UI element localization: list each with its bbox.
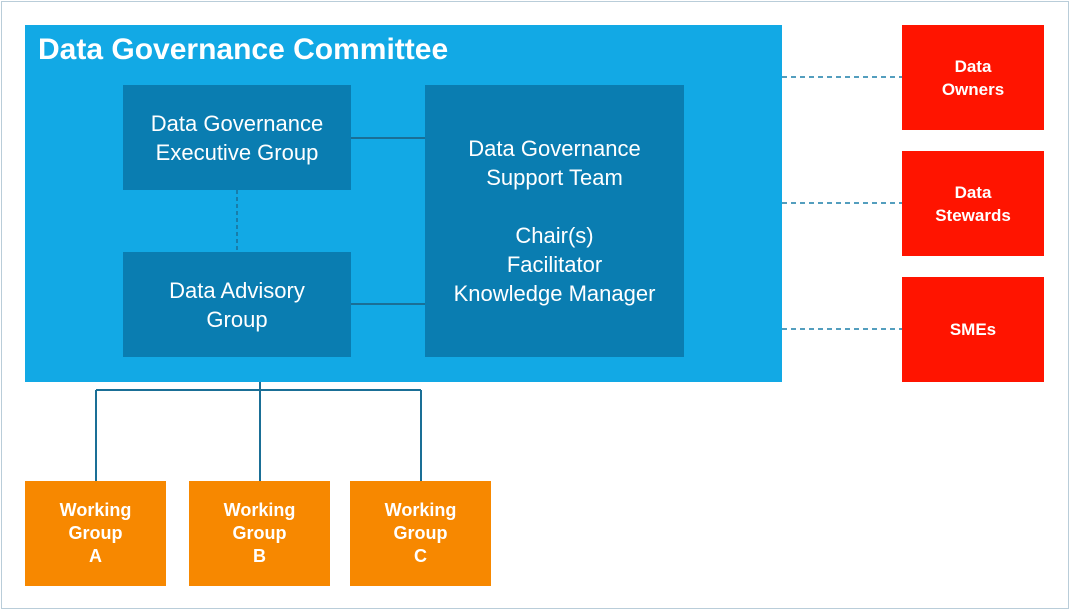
working-group-b-label: Working Group B	[223, 500, 296, 566]
working-group-b-box: Working Group B	[189, 481, 330, 586]
data-stewards-label: Data Stewards	[935, 182, 1011, 225]
working-group-c-label: Working Group C	[384, 500, 457, 566]
working-group-c-box: Working Group C	[350, 481, 491, 586]
working-group-a-box: Working Group A	[25, 481, 166, 586]
executive-group-label: Data Governance Executive Group	[150, 110, 324, 165]
advisory-group-box: Data Advisory Group	[123, 252, 351, 357]
data-owners-label: Data Owners	[941, 56, 1005, 99]
data-stewards-box: Data Stewards	[902, 151, 1044, 256]
working-group-a-label: Working Group A	[59, 500, 132, 566]
committee-title: Data Governance Committee	[38, 33, 449, 66]
advisory-group-label: Data Advisory Group	[169, 277, 305, 332]
support-team-box: Data Governance Support Team Chair(s) Fa…	[425, 85, 684, 357]
smes-label: SMEs	[949, 320, 997, 339]
executive-group-box: Data Governance Executive Group	[123, 85, 351, 190]
smes-box: SMEs	[902, 277, 1044, 382]
data-owners-box: Data Owners	[902, 25, 1044, 130]
support-team-label: Data Governance Support Team Chair(s) Fa…	[453, 136, 656, 306]
